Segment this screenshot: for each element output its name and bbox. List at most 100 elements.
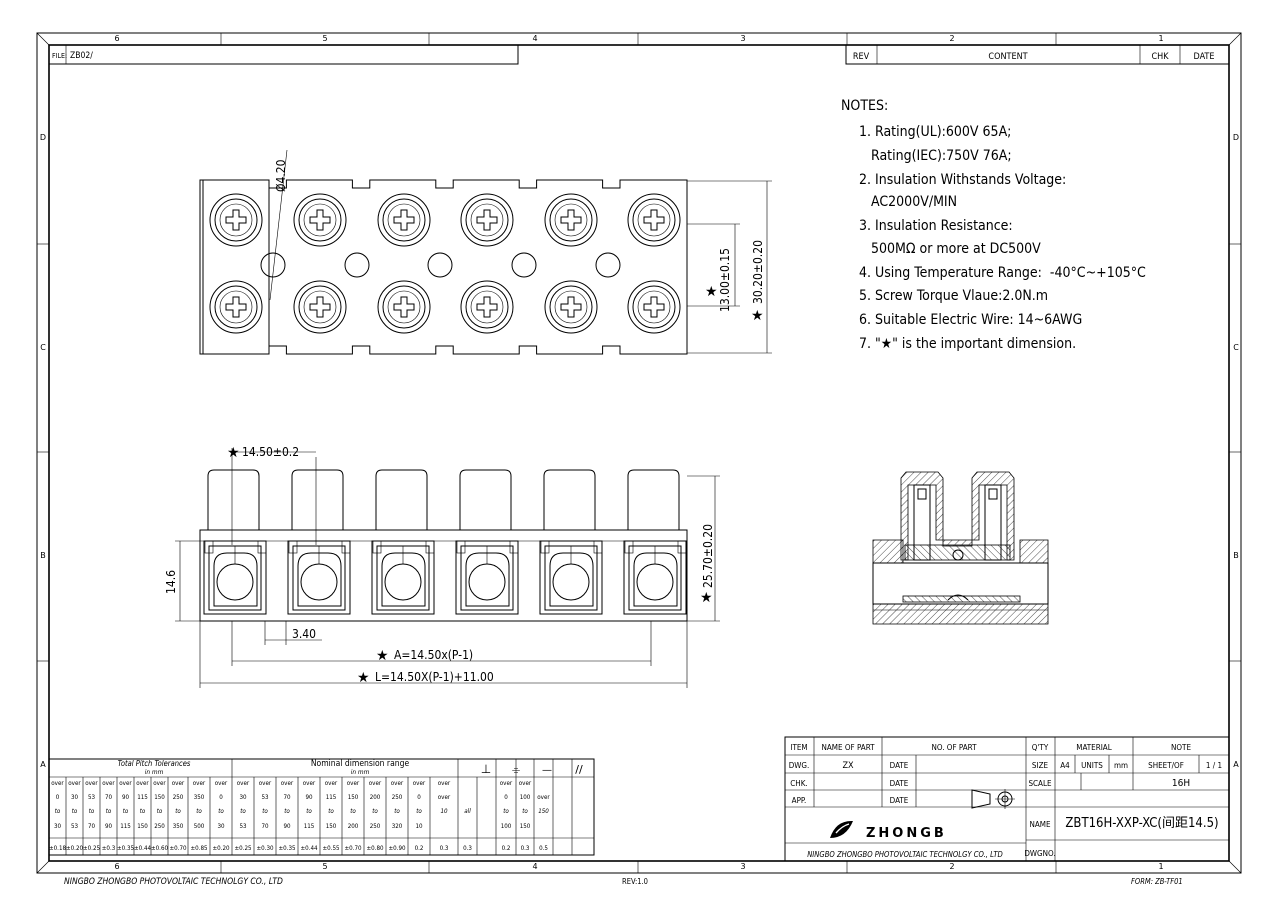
note-line-9: 6. Suitable Electric Wire: 14~6AWG [859, 312, 1082, 328]
name-label: NAME [1029, 820, 1051, 829]
screw-head-icon [293, 193, 347, 247]
projection-symbol-icon [971, 789, 1015, 809]
tolerance-cell: 30 [217, 823, 225, 830]
front-view: ★ 14.50±0.2 14.6 25.70±0.20 ★ 3.40 ★ A=1… [164, 445, 720, 688]
tolerance-cell: 150 [538, 808, 549, 815]
sheet-value: 1 / 1 [1206, 761, 1222, 770]
zone-bottom-2: 2 [949, 862, 954, 871]
note-line-8: 5. Screw Torque Vlaue:2.0N.m [859, 288, 1048, 304]
title-block: ITEM NAME OF PART NO. OF PART Q'TY MATER… [784, 736, 1230, 862]
tolerance-cell: to [262, 807, 268, 815]
tolerance-cell: 115 [137, 794, 148, 801]
parallelism-symbol: // [575, 763, 583, 776]
pitch-tol-unit: in mm [145, 768, 164, 776]
screw-head-icon [209, 193, 263, 247]
note-line-1: 1. Rating(UL):600V 65A; [859, 124, 1011, 140]
item-header: ITEM [790, 743, 807, 752]
tolerance-cell: to [350, 807, 356, 815]
zone-top-1: 1 [1158, 34, 1163, 43]
screw-head-icon [460, 280, 514, 334]
top-view-body [202, 179, 688, 355]
tolerance-cell: 53 [71, 823, 79, 830]
tolerance-cell: 200 [370, 794, 381, 801]
tolerance-cell: over [259, 780, 272, 787]
terminal-unit [371, 469, 435, 615]
zone-top-4: 4 [532, 34, 537, 43]
tolerance-value: ±0.18 [49, 845, 67, 852]
tolerance-cell: over [102, 780, 115, 787]
tolerance-cell: 150 [326, 823, 337, 830]
straightness-symbol: — [542, 765, 552, 776]
tolerance-cell: over [519, 780, 532, 787]
chk-label: CHK. [790, 779, 807, 788]
tolerance-value: ±0.80 [366, 845, 384, 852]
mounting-hole [427, 252, 453, 278]
tolerance-cell: 115 [120, 823, 131, 830]
tolerance-cell: 350 [173, 823, 184, 830]
zhongbo-logo: ZHONGB [830, 820, 944, 841]
material-header: MATERIAL [1076, 743, 1112, 752]
tolerance-cell: 150 [348, 794, 359, 801]
note-line-5: 3. Insulation Resistance: [859, 218, 1013, 234]
tolerance-cell: to [157, 807, 163, 815]
dwg-date-label: DATE [890, 761, 909, 770]
star-dim-a: ★ [376, 648, 389, 664]
note-line-2: Rating(IEC):750V 76A; [859, 148, 1012, 164]
zone-left-b: B [40, 551, 46, 560]
tolerance-value: ±0.30 [256, 845, 274, 852]
terminal-unit [539, 469, 603, 615]
tolerance-cell: 30 [71, 794, 79, 801]
tolerance-cell: 100 [520, 794, 531, 801]
tolerance-value: ±0.90 [388, 845, 406, 852]
tolerance-cell: over [347, 780, 360, 787]
tolerance-cell: over [136, 780, 149, 787]
tolerance-cell: 90 [305, 794, 313, 801]
note-line-4: AC2000V/MIN [859, 194, 957, 210]
nominal-unit: in mm [351, 768, 370, 776]
tolerance-value: 0.2 [415, 845, 424, 852]
zone-left-c: C [40, 343, 46, 352]
sheet-frame [36, 32, 1242, 874]
tolerance-cell: 0 [504, 794, 508, 801]
nominal-title: Nominal dimension range [311, 759, 410, 769]
date-header: DATE [1194, 52, 1215, 62]
tolerance-cell: 70 [88, 823, 96, 830]
tolerance-value: ±0.25 [234, 845, 252, 852]
notes: NOTES: 1. Rating(UL):600V 65A; Rating(IE… [841, 98, 1146, 352]
app-date-label: DATE [890, 796, 909, 805]
tolerance-cell: over [237, 780, 250, 787]
tolerance-value: ±0.85 [190, 845, 208, 852]
tolerance-cell: to [240, 807, 246, 815]
screw-head-icon [377, 193, 431, 247]
tolerance-cell: to [89, 807, 95, 815]
size-label: SIZE [1032, 761, 1049, 770]
terminal-unit [287, 469, 351, 615]
tolerance-cell: to [106, 807, 112, 815]
zone-bottom-5: 5 [322, 862, 327, 871]
dwg-label: DWG. [789, 761, 810, 770]
tolerance-cell: 30 [239, 794, 247, 801]
tolerance-cell: to [123, 807, 129, 815]
dim-total-height: 30.20±0.20 [751, 240, 765, 304]
tolerance-cell: 10 [440, 808, 448, 815]
screw-head-icon [627, 280, 681, 334]
zone-bottom-1: 1 [1158, 862, 1163, 871]
dim-gap: 3.40 [292, 627, 316, 641]
dim-a: A=14.50x(P-1) [394, 648, 473, 662]
tolerance-cell: 70 [283, 794, 291, 801]
star-dim-l: ★ [357, 670, 370, 686]
screw-head-icon [460, 193, 514, 247]
section-view [872, 471, 1049, 625]
tolerance-cell: 500 [194, 823, 205, 830]
tolerance-cell: 250 [154, 823, 165, 830]
zone-right-c: C [1233, 343, 1239, 352]
dim-pitch-height: 13.00±0.15 [718, 248, 732, 312]
zone-bottom-3: 3 [740, 862, 745, 871]
tolerance-cell: all [464, 808, 471, 815]
star-total-height: ★ [751, 308, 764, 324]
terminal-unit [203, 469, 267, 615]
tolerance-cell: 250 [173, 794, 184, 801]
size-value: A4 [1060, 761, 1070, 770]
tolerance-cell: over [413, 780, 426, 787]
zone-top-6: 6 [114, 34, 119, 43]
